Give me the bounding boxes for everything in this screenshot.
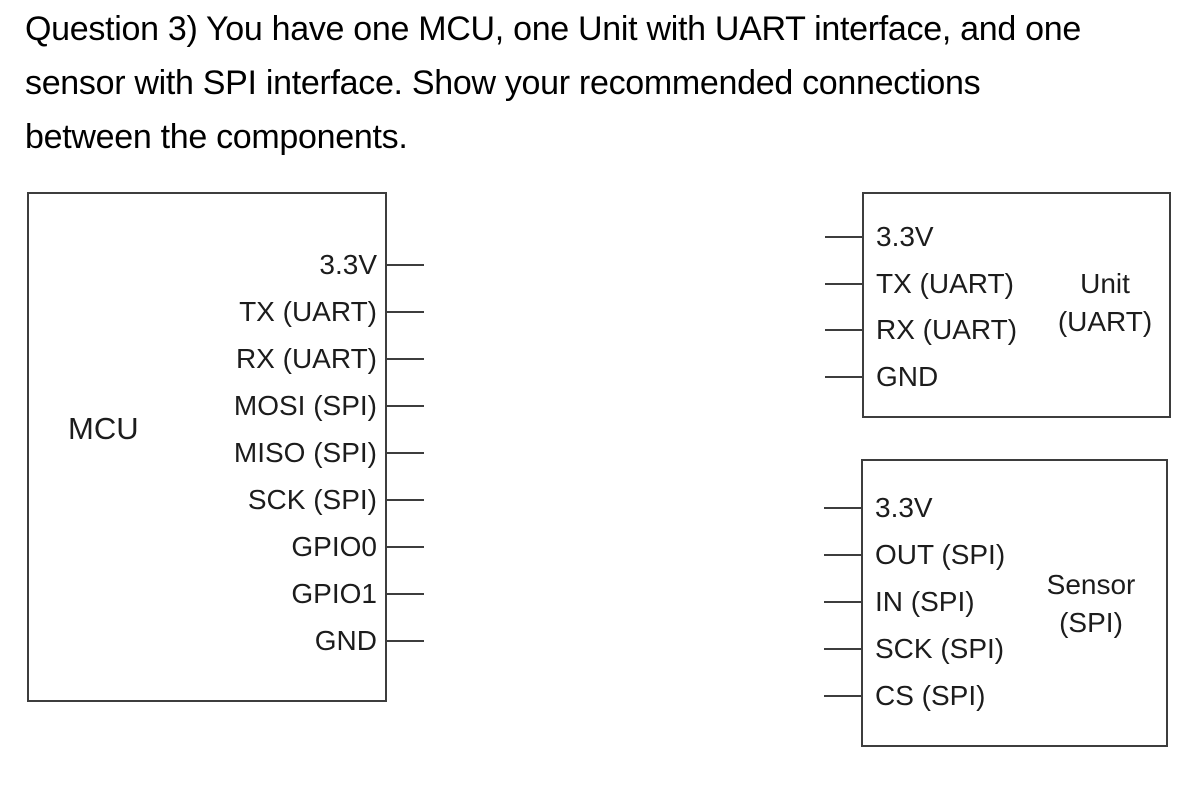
mcu-pin-label-mosi-spi: MOSI (SPI) <box>233 390 377 421</box>
mcu-pin-label-miso-spi: MISO (SPI) <box>233 437 377 468</box>
mcu-pin-label-tx-uart: TX (UART) <box>239 296 377 327</box>
mcu-pin-stub-3-3v <box>386 264 424 266</box>
mcu-box <box>27 192 387 702</box>
sensor-pin-stub-3-3v <box>824 507 862 509</box>
question-line-1: Question 3) You have one MCU, one Unit w… <box>25 10 1081 48</box>
unit-uart-label-line-2: (UART) <box>1057 306 1153 337</box>
sensor-pin-stub-cs-spi <box>824 695 862 697</box>
mcu-pin-stub-miso-spi <box>386 452 424 454</box>
sensor-spi-label: Sensor (SPI) <box>1026 566 1156 642</box>
mcu-pin-label-gpio0: GPIO0 <box>291 531 377 562</box>
unit-pin-label-3-3v: 3.3V <box>876 221 934 252</box>
sensor-spi-label-line-1: Sensor <box>1046 569 1136 600</box>
mcu-pin-label-gnd: GND <box>314 625 377 656</box>
question-line-2: sensor with SPI interface. Show your rec… <box>25 64 981 102</box>
mcu-pin-label-3-3v: 3.3V <box>319 249 377 280</box>
sensor-spi-box <box>861 459 1168 747</box>
unit-uart-box <box>862 192 1171 418</box>
mcu-pin-label-gpio1: GPIO1 <box>291 578 377 609</box>
sensor-pin-label-3-3v: 3.3V <box>875 492 933 523</box>
sensor-spi-label-line-2: (SPI) <box>1059 607 1123 638</box>
question-line-3: between the components. <box>25 118 408 156</box>
mcu-pin-stub-gnd <box>386 640 424 642</box>
sensor-pin-stub-sck-spi <box>824 648 862 650</box>
mcu-pin-label-rx-uart: RX (UART) <box>235 343 377 374</box>
mcu-label: MCU <box>68 411 139 446</box>
unit-pin-stub-gnd <box>825 376 863 378</box>
sensor-pin-label-in-spi: IN (SPI) <box>875 586 975 617</box>
mcu-pin-stub-gpio1 <box>386 593 424 595</box>
mcu-pin-stub-sck-spi <box>386 499 424 501</box>
unit-uart-label: Unit (UART) <box>1040 265 1170 341</box>
mcu-pin-stub-mosi-spi <box>386 405 424 407</box>
sensor-pin-label-sck-spi: SCK (SPI) <box>875 633 1005 664</box>
unit-pin-label-gnd: GND <box>876 361 939 392</box>
mcu-pin-label-sck-spi: SCK (SPI) <box>247 484 377 515</box>
sensor-pin-label-out-spi: OUT (SPI) <box>875 539 1006 570</box>
mcu-pin-stub-rx-uart <box>386 358 424 360</box>
mcu-pin-stub-gpio0 <box>386 546 424 548</box>
sensor-pin-stub-in-spi <box>824 601 862 603</box>
unit-uart-label-line-1: Unit <box>1080 268 1130 299</box>
unit-pin-stub-tx-uart <box>825 283 863 285</box>
unit-pin-label-rx-uart: RX (UART) <box>876 314 1018 345</box>
sensor-pin-label-cs-spi: CS (SPI) <box>875 680 986 711</box>
mcu-pin-stub-tx-uart <box>386 311 424 313</box>
unit-pin-stub-rx-uart <box>825 329 863 331</box>
unit-pin-label-tx-uart: TX (UART) <box>876 268 1014 299</box>
unit-pin-stub-3-3v <box>825 236 863 238</box>
question-text: Question 3) You have one MCU, one Unit w… <box>25 2 1185 164</box>
sensor-pin-stub-out-spi <box>824 554 862 556</box>
